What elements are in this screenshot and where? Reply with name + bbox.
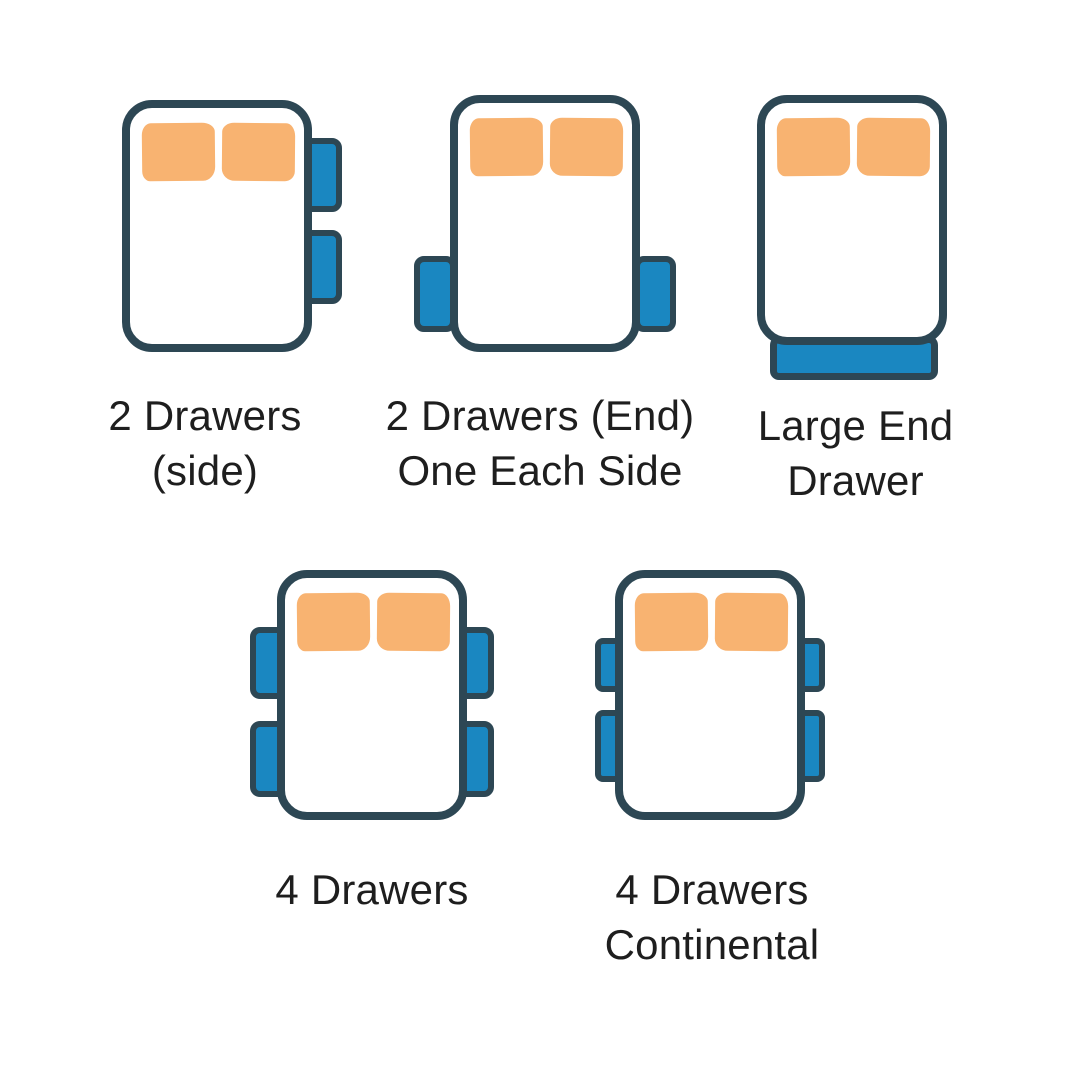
pillow-icon <box>856 117 931 177</box>
figure-label-line: Large End <box>757 402 954 449</box>
figure-label-4-drawers: 4 Drawers <box>252 862 492 917</box>
figure-label-line: Drawer <box>787 457 924 504</box>
pillow-icon <box>469 117 544 177</box>
pillow-icon <box>776 117 851 177</box>
pillow-icon <box>549 117 624 177</box>
figure-label-2-drawers-side: 2 Drawers (side) <box>85 388 325 498</box>
figure-label-2-drawers-end: 2 Drawers (End) One Each Side <box>385 388 695 498</box>
bed-icon <box>615 570 805 820</box>
figure-label-line: Continental <box>604 921 820 968</box>
bed-icon <box>277 570 467 820</box>
pillow-icon <box>221 122 296 182</box>
bed-icon <box>450 95 640 352</box>
figure-label-4-drawers-continental: 4 Drawers Continental <box>562 862 862 972</box>
drawer-icon <box>634 256 676 332</box>
figure-label-line: 2 Drawers (End) <box>385 392 695 439</box>
figure-label-line: One Each Side <box>397 447 683 494</box>
pillow-icon <box>376 592 451 652</box>
figure-label-large-end-drawer: Large End Drawer <box>733 398 978 508</box>
pillow-icon <box>296 592 371 652</box>
pillow-icon <box>714 592 789 652</box>
figure-label-line: (side) <box>151 447 259 494</box>
figure-label-line: 4 Drawers <box>275 866 469 913</box>
figure-label-line: 2 Drawers <box>108 392 302 439</box>
bed-icon <box>122 100 312 352</box>
figure-label-line: 4 Drawers <box>615 866 809 913</box>
pillow-icon <box>141 122 216 182</box>
bed-icon <box>757 95 947 345</box>
pillow-icon <box>634 592 709 652</box>
